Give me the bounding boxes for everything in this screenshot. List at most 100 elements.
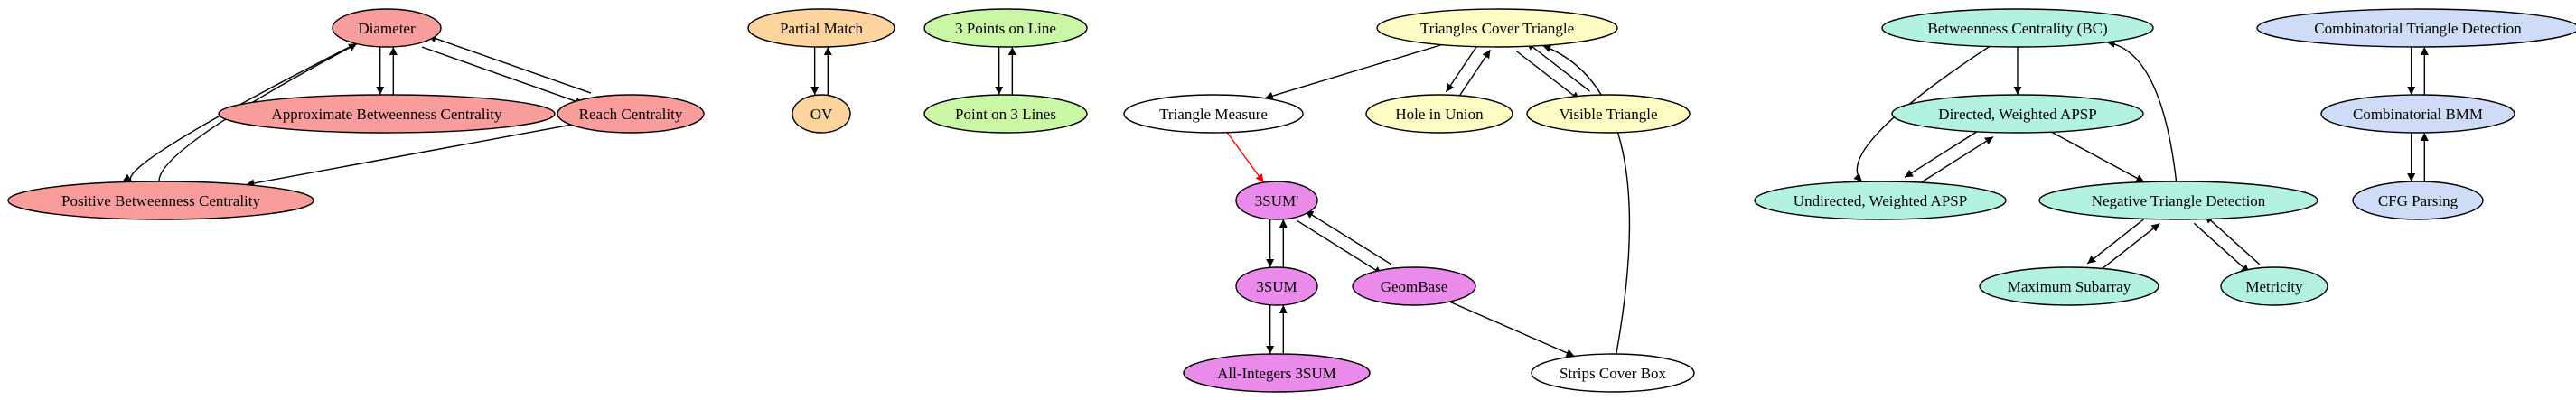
node-point-three-lines: Point on 3 Lines [923, 94, 1088, 134]
node-label: 3SUM' [1255, 192, 1298, 209]
edge-neg_tri-to-metricity [2193, 222, 2251, 274]
node-label: CFG Parsing [2378, 192, 2459, 209]
node-all-int-3sum: All-Integers 3SUM [1183, 353, 1371, 393]
edge-neg_tri-to-bc [2106, 39, 2178, 182]
node-metricity: Metricity [2220, 266, 2328, 306]
node-label: Partial Match [780, 20, 864, 37]
edge-triangles_cover-to-triangle_measure [1264, 43, 1442, 100]
edge-dir_apsp-to-neg_tri [2051, 131, 2145, 183]
node-ellipse [218, 94, 556, 134]
node-ellipse [923, 8, 1088, 48]
node-undir-apsp: Undirected, Weighted APSP [1754, 181, 2007, 220]
node-hole-union: Hole in Union [1365, 94, 1513, 134]
node-strips-cover: Strips Cover Box [1531, 353, 1695, 393]
node-pos-bc: Positive Betweenness Centrality [7, 181, 314, 220]
node-three-points: 3 Points on Line [923, 8, 1088, 48]
edge-bc-to-undir_apsp [1853, 45, 1991, 182]
node-ellipse [2320, 94, 2515, 134]
edge-dir_apsp-to-undir_apsp [1904, 126, 1984, 179]
node-ellipse [1881, 8, 2154, 48]
node-label: OV [810, 106, 833, 123]
edge-pos_bc-to-diameter [158, 42, 358, 182]
node-ellipse [2220, 266, 2328, 306]
node-label: Triangle Measure [1159, 106, 1268, 123]
node-ellipse [1526, 94, 1691, 134]
edge-reach-to-diameter [427, 34, 592, 94]
edge-max_subarray-to-neg_tri [2097, 222, 2160, 274]
node-bc: Betweenness Centrality (BC) [1881, 8, 2154, 48]
node-ellipse [2256, 8, 2576, 48]
node-label: Point on 3 Lines [955, 106, 1056, 123]
node-label: Diameter [358, 20, 416, 37]
node-partial-match: Partial Match [747, 8, 895, 48]
node-triangle-measure: Triangle Measure [1123, 94, 1304, 134]
node-max-subarray: Maximum Subarray [1979, 266, 2159, 306]
node-ellipse [1235, 266, 1318, 306]
edge-triangle_measure-to-threesum_prime [1226, 132, 1265, 183]
node-ellipse [332, 8, 442, 48]
node-label: Maximum Subarray [2008, 278, 2131, 295]
node-ellipse [1183, 353, 1371, 393]
node-threesum: 3SUM [1235, 266, 1318, 306]
edge-strips_cover-to-triangles_cover [1542, 44, 1631, 355]
node-reach: Reach Centrality [557, 94, 705, 134]
edge-triangles_cover-to-hole_union [1445, 43, 1479, 93]
node-label: Strips Cover Box [1560, 365, 1667, 382]
node-ov: OV [792, 94, 851, 134]
node-label: Undirected, Weighted APSP [1794, 192, 1967, 209]
node-dir-apsp: Directed, Weighted APSP [1891, 94, 2144, 134]
node-ellipse [1123, 94, 1304, 134]
node-ellipse [792, 94, 851, 134]
node-threesum-prime: 3SUM' [1235, 181, 1318, 220]
edge-visible_triangle-to-triangles_cover [1526, 42, 1590, 92]
node-label: Positive Betweenness Centrality [61, 192, 261, 209]
edge-hole_union-to-triangles_cover [1457, 49, 1492, 99]
node-approx-bc: Approximate Betweenness Centrality [218, 94, 556, 134]
node-ellipse [7, 181, 314, 220]
node-triangles-cover: Triangles Cover Triangle [1376, 8, 1618, 48]
edge-geombase-to-threesum_prime [1305, 209, 1392, 265]
node-ellipse [2038, 181, 2318, 220]
node-ellipse [1979, 266, 2159, 306]
node-label: GeomBase [1381, 278, 1448, 295]
node-diameter: Diameter [332, 8, 442, 48]
node-label: Approximate Betweenness Centrality [272, 106, 502, 123]
node-neg-tri: Negative Triangle Detection [2038, 181, 2318, 220]
edges-layer [123, 34, 2429, 358]
edge-geombase-to-strips_cover [1449, 301, 1575, 358]
node-ellipse [1365, 94, 1513, 134]
edge-diameter-to-pos_bc [123, 42, 357, 182]
node-ellipse [747, 8, 895, 48]
node-cfg-parsing: CFG Parsing [2352, 181, 2484, 220]
node-label: Visible Triangle [1559, 106, 1657, 123]
node-ellipse [1376, 8, 1618, 48]
node-label: Reach Centrality [579, 106, 683, 123]
node-visible-triangle: Visible Triangle [1526, 94, 1691, 134]
edge-threesum_prime-to-geombase [1297, 219, 1383, 275]
node-geombase: GeomBase [1352, 266, 1476, 306]
edge-metricity-to-neg_tri [2204, 214, 2261, 265]
node-ellipse [557, 94, 705, 134]
node-ellipse [1891, 94, 2144, 134]
node-label: Metricity [2245, 278, 2303, 295]
edge-reach-to-pos_bc [246, 124, 572, 188]
node-label: Directed, Weighted APSP [1938, 106, 2096, 123]
node-ellipse [2352, 181, 2484, 220]
node-ellipse [923, 94, 1088, 134]
node-ellipse [1235, 181, 1318, 220]
node-label: Hole in Union [1395, 106, 1484, 123]
node-comb-bmm: Combinatorial BMM [2320, 94, 2515, 134]
node-ellipse [1531, 353, 1695, 393]
node-label: 3 Points on Line [955, 20, 1056, 37]
node-label: Triangles Cover Triangle [1420, 20, 1574, 37]
node-ellipse [1754, 181, 2007, 220]
edge-diameter-to-reach [421, 46, 585, 106]
node-label: Betweenness Centrality (BC) [1927, 20, 2107, 37]
edge-triangles_cover-to-visible_triangle [1515, 50, 1580, 101]
edge-undir_apsp-to-dir_apsp [1914, 135, 1994, 188]
node-label: Negative Triangle Detection [2092, 192, 2266, 209]
node-comb-tri: Combinatorial Triangle Detection [2256, 8, 2576, 48]
